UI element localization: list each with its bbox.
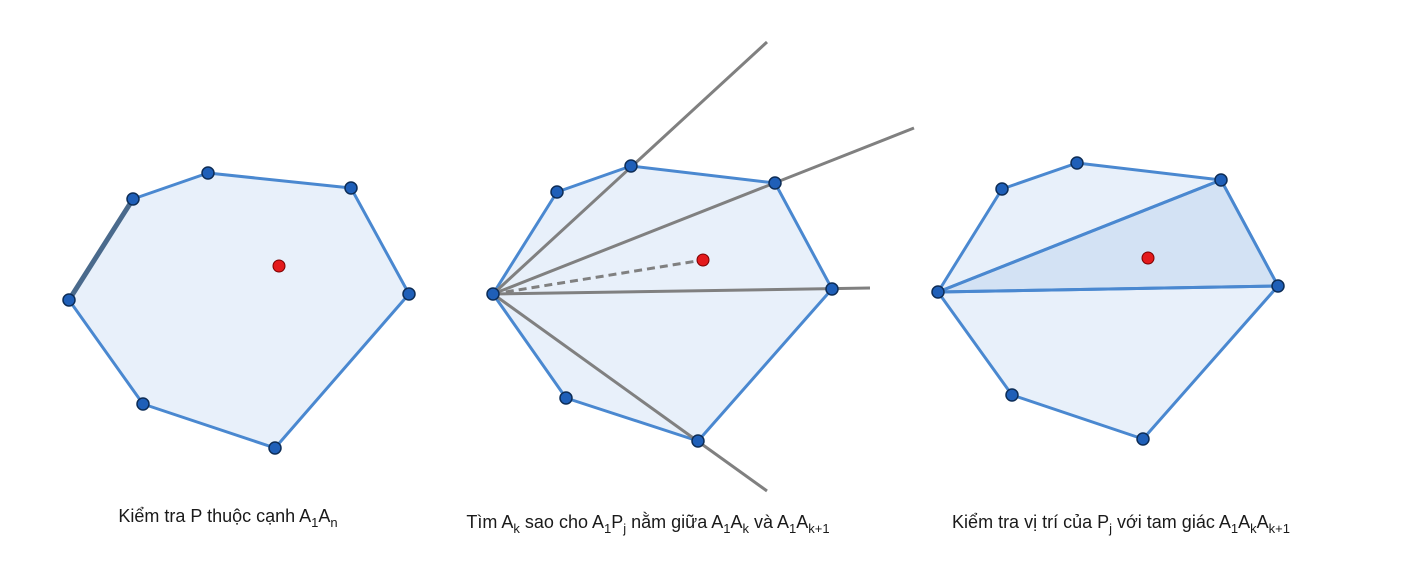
panel-middle xyxy=(486,40,915,493)
vertex-point xyxy=(201,166,215,180)
polygon xyxy=(491,164,834,443)
vertex-point xyxy=(559,391,573,405)
query-point xyxy=(272,259,286,273)
panel-right xyxy=(931,156,1285,446)
vertex-point xyxy=(550,185,564,199)
triangle-edge xyxy=(937,178,1222,294)
vertex-point xyxy=(768,176,782,190)
vertex-point xyxy=(1271,279,1285,293)
vertex-point xyxy=(486,287,500,301)
triangle-edge xyxy=(937,284,1279,294)
dashed-segment-a1-p xyxy=(492,258,704,296)
polygon xyxy=(67,171,411,450)
ray-through-vertex xyxy=(492,126,915,296)
vertex-point xyxy=(1005,388,1019,402)
caption-left: Kiểm tra P thuộc cạnh A1An xyxy=(118,506,338,530)
query-point xyxy=(1141,251,1155,265)
vertex-point xyxy=(1070,156,1084,170)
ray-through-vertex xyxy=(492,286,871,296)
vertex-point xyxy=(624,159,638,173)
vertex-point xyxy=(1214,173,1228,187)
vertex-point xyxy=(1136,432,1150,446)
vertex-point xyxy=(268,441,282,455)
vertex-point xyxy=(931,285,945,299)
ray-through-vertex xyxy=(492,292,768,493)
caption-right: Kiểm tra vị trí của Pj với tam giác A1Ak… xyxy=(952,512,1290,536)
vertex-point xyxy=(344,181,358,195)
highlighted-edge-a1-an xyxy=(66,196,136,303)
vertex-point xyxy=(691,434,705,448)
vertex-point xyxy=(136,397,150,411)
vertex-point xyxy=(825,282,839,296)
vertex-point xyxy=(62,293,76,307)
vertex-point xyxy=(402,287,416,301)
vertex-point xyxy=(126,192,140,206)
query-point xyxy=(696,253,710,267)
vertex-point xyxy=(995,182,1009,196)
caption-middle: Tìm Ak sao cho A1Pj nằm giữa A1Ak và A1A… xyxy=(466,512,830,536)
panel-left xyxy=(62,166,416,455)
